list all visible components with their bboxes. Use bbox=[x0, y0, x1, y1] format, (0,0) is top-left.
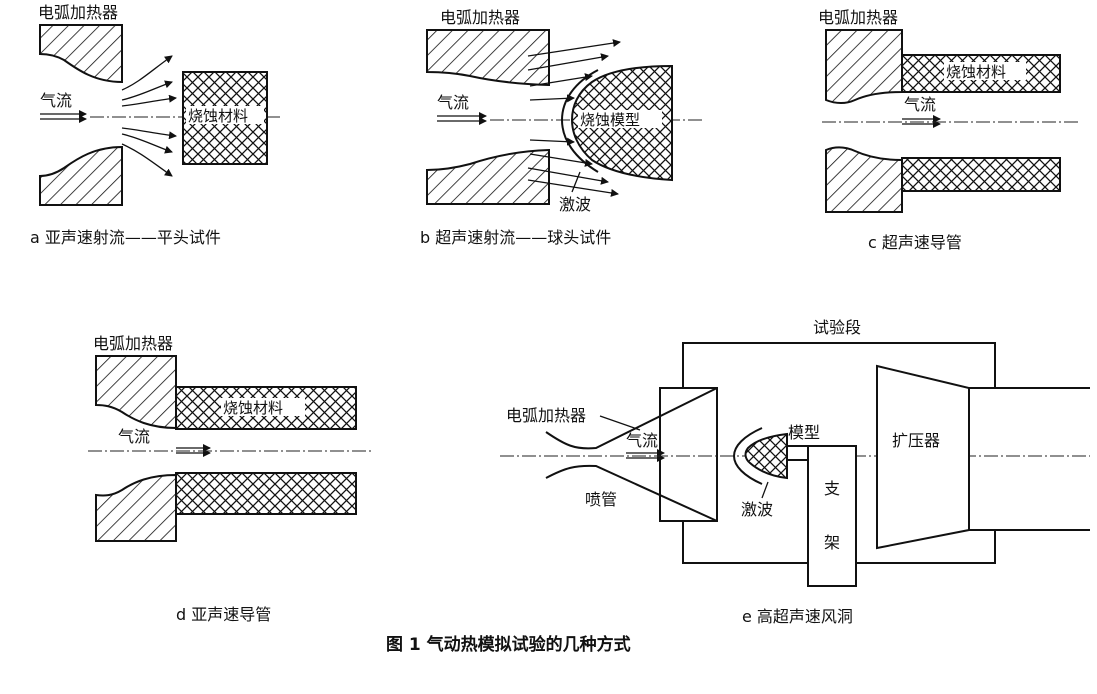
panel-e-model-label: 模型 bbox=[788, 423, 820, 442]
panel-b-supersonic-jet-ball-specimen: 电弧加热器 气流 烧蚀模型 激波 b 超声速射流——球头试件 bbox=[420, 8, 705, 247]
panel-c-supersonic-duct: 电弧加热器 烧蚀材料 气流 c 超声速导管 bbox=[818, 8, 1080, 252]
panel-c-airflow-label: 气流 bbox=[904, 95, 936, 114]
panel-b-streamline-8 bbox=[527, 179, 619, 197]
panel-c-heater-lower bbox=[825, 146, 903, 213]
panel-d-airflow-label: 气流 bbox=[118, 427, 150, 446]
panel-e-nozzle-inner-lower bbox=[545, 464, 718, 522]
panel-d-arc-heater-label: 电弧加热器 bbox=[93, 334, 173, 353]
panel-d-ablation-material-label: 烧蚀材料 bbox=[223, 399, 283, 417]
panel-e-support-label-1: 支 bbox=[824, 479, 840, 498]
panel-c-arc-heater-label: 电弧加热器 bbox=[818, 8, 898, 27]
panel-e-diffuser-label: 扩压器 bbox=[892, 431, 940, 450]
panel-d-subsonic-duct: 电弧加热器 烧蚀材料 气流 d 亚声速导管 bbox=[88, 334, 372, 624]
panel-a-jet-streamline-6 bbox=[121, 143, 173, 177]
panel-b-arc-heater-label: 电弧加热器 bbox=[440, 8, 520, 27]
panel-e-shock-wave bbox=[732, 427, 763, 485]
panel-d-heater-lower bbox=[95, 473, 177, 542]
panel-b-streamline-7 bbox=[527, 167, 609, 185]
panel-a-jet-streamline-4 bbox=[121, 127, 177, 140]
panel-a-subsonic-jet-flat-specimen: 电弧加热器 气流 烧蚀材料 a 亚声速射流——平头试件 bbox=[30, 3, 280, 247]
panel-e-nozzle bbox=[659, 387, 718, 522]
panel-e-airflow-label: 气流 bbox=[626, 431, 658, 450]
panel-d-lower-ablation-liner bbox=[175, 472, 357, 515]
panel-c-heater-upper bbox=[825, 29, 903, 104]
panel-b-airflow-label: 气流 bbox=[437, 93, 469, 112]
panel-b-caption: b 超声速射流——球头试件 bbox=[420, 228, 611, 247]
panel-a-airflow-label: 气流 bbox=[40, 91, 72, 110]
panel-e-nozzle-cone bbox=[660, 387, 718, 522]
panel-e-shock-wave-label: 激波 bbox=[741, 500, 773, 519]
panel-b-heater-lower bbox=[426, 148, 550, 205]
panel-e-caption: e 高超声速风洞 bbox=[742, 607, 853, 626]
panel-c-caption: c 超声速导管 bbox=[868, 233, 962, 252]
panel-b-ablation-model-label: 烧蚀模型 bbox=[580, 111, 640, 129]
panel-e-heater-leader bbox=[599, 415, 641, 431]
panel-b-model-label-bg bbox=[578, 110, 662, 128]
panel-b-streamline-6 bbox=[529, 153, 593, 167]
panel-b-shock-wave bbox=[560, 69, 599, 173]
panel-b-streamline-3 bbox=[529, 73, 593, 87]
panel-e-support-label-2: 架 bbox=[824, 533, 840, 552]
panel-a-jet-streamline-2 bbox=[121, 80, 173, 101]
panel-e-shock-leader bbox=[761, 481, 769, 499]
panel-a-heater-upper bbox=[39, 24, 123, 84]
panel-a-jet-streamline-3 bbox=[121, 94, 177, 107]
panel-b-streamline-1 bbox=[527, 39, 621, 57]
panel-e-arc-heater-label: 电弧加热器 bbox=[506, 406, 586, 425]
panel-e-hypersonic-wind-tunnel: 试验段 电弧加热器 气流 喷管 模型 激波 支 架 扩压器 e 高超声速风洞 bbox=[500, 318, 1090, 626]
panel-e-test-section-bottom bbox=[682, 510, 996, 564]
panel-e-nozzle-label: 喷管 bbox=[585, 490, 617, 509]
panel-b-heater-upper bbox=[426, 29, 550, 87]
panel-a-jet-streamline-5 bbox=[121, 133, 173, 154]
panel-e-model-body bbox=[744, 432, 788, 480]
panel-d-heater-upper bbox=[95, 355, 177, 430]
panel-c-material-label-bg bbox=[944, 62, 1026, 80]
panel-a-ablation-material-label: 烧蚀材料 bbox=[188, 107, 248, 125]
panel-e-support-strut bbox=[807, 445, 857, 587]
panel-e-exhaust-duct bbox=[969, 387, 1090, 531]
panel-b-shock-leader bbox=[571, 171, 581, 193]
panel-b-shock-wave-label: 激波 bbox=[559, 195, 591, 214]
panel-a-jet-streamline-1 bbox=[121, 55, 173, 91]
panel-a-heater-lower bbox=[39, 145, 123, 206]
panel-c-ablation-material-label: 烧蚀材料 bbox=[946, 63, 1006, 81]
panel-e-nozzle-inner-upper bbox=[545, 387, 718, 450]
panel-d-caption: d 亚声速导管 bbox=[176, 605, 271, 624]
panel-d-material-label-bg bbox=[221, 398, 305, 416]
panel-e-test-section-label: 试验段 bbox=[813, 318, 861, 337]
panel-e-model-sting bbox=[786, 445, 809, 461]
figure-caption: 图 1 气动热模拟试验的几种方式 bbox=[386, 634, 631, 655]
panel-a-caption: a 亚声速射流——平头试件 bbox=[30, 228, 221, 247]
panel-c-lower-ablation-liner bbox=[901, 157, 1061, 192]
panel-a-arc-heater-label: 电弧加热器 bbox=[38, 3, 118, 22]
panel-e-test-section-outline bbox=[682, 342, 996, 388]
panel-a-material-label-bg bbox=[186, 106, 264, 124]
panel-b-streamline-2 bbox=[527, 53, 609, 71]
panel-e-diffuser bbox=[876, 364, 970, 550]
